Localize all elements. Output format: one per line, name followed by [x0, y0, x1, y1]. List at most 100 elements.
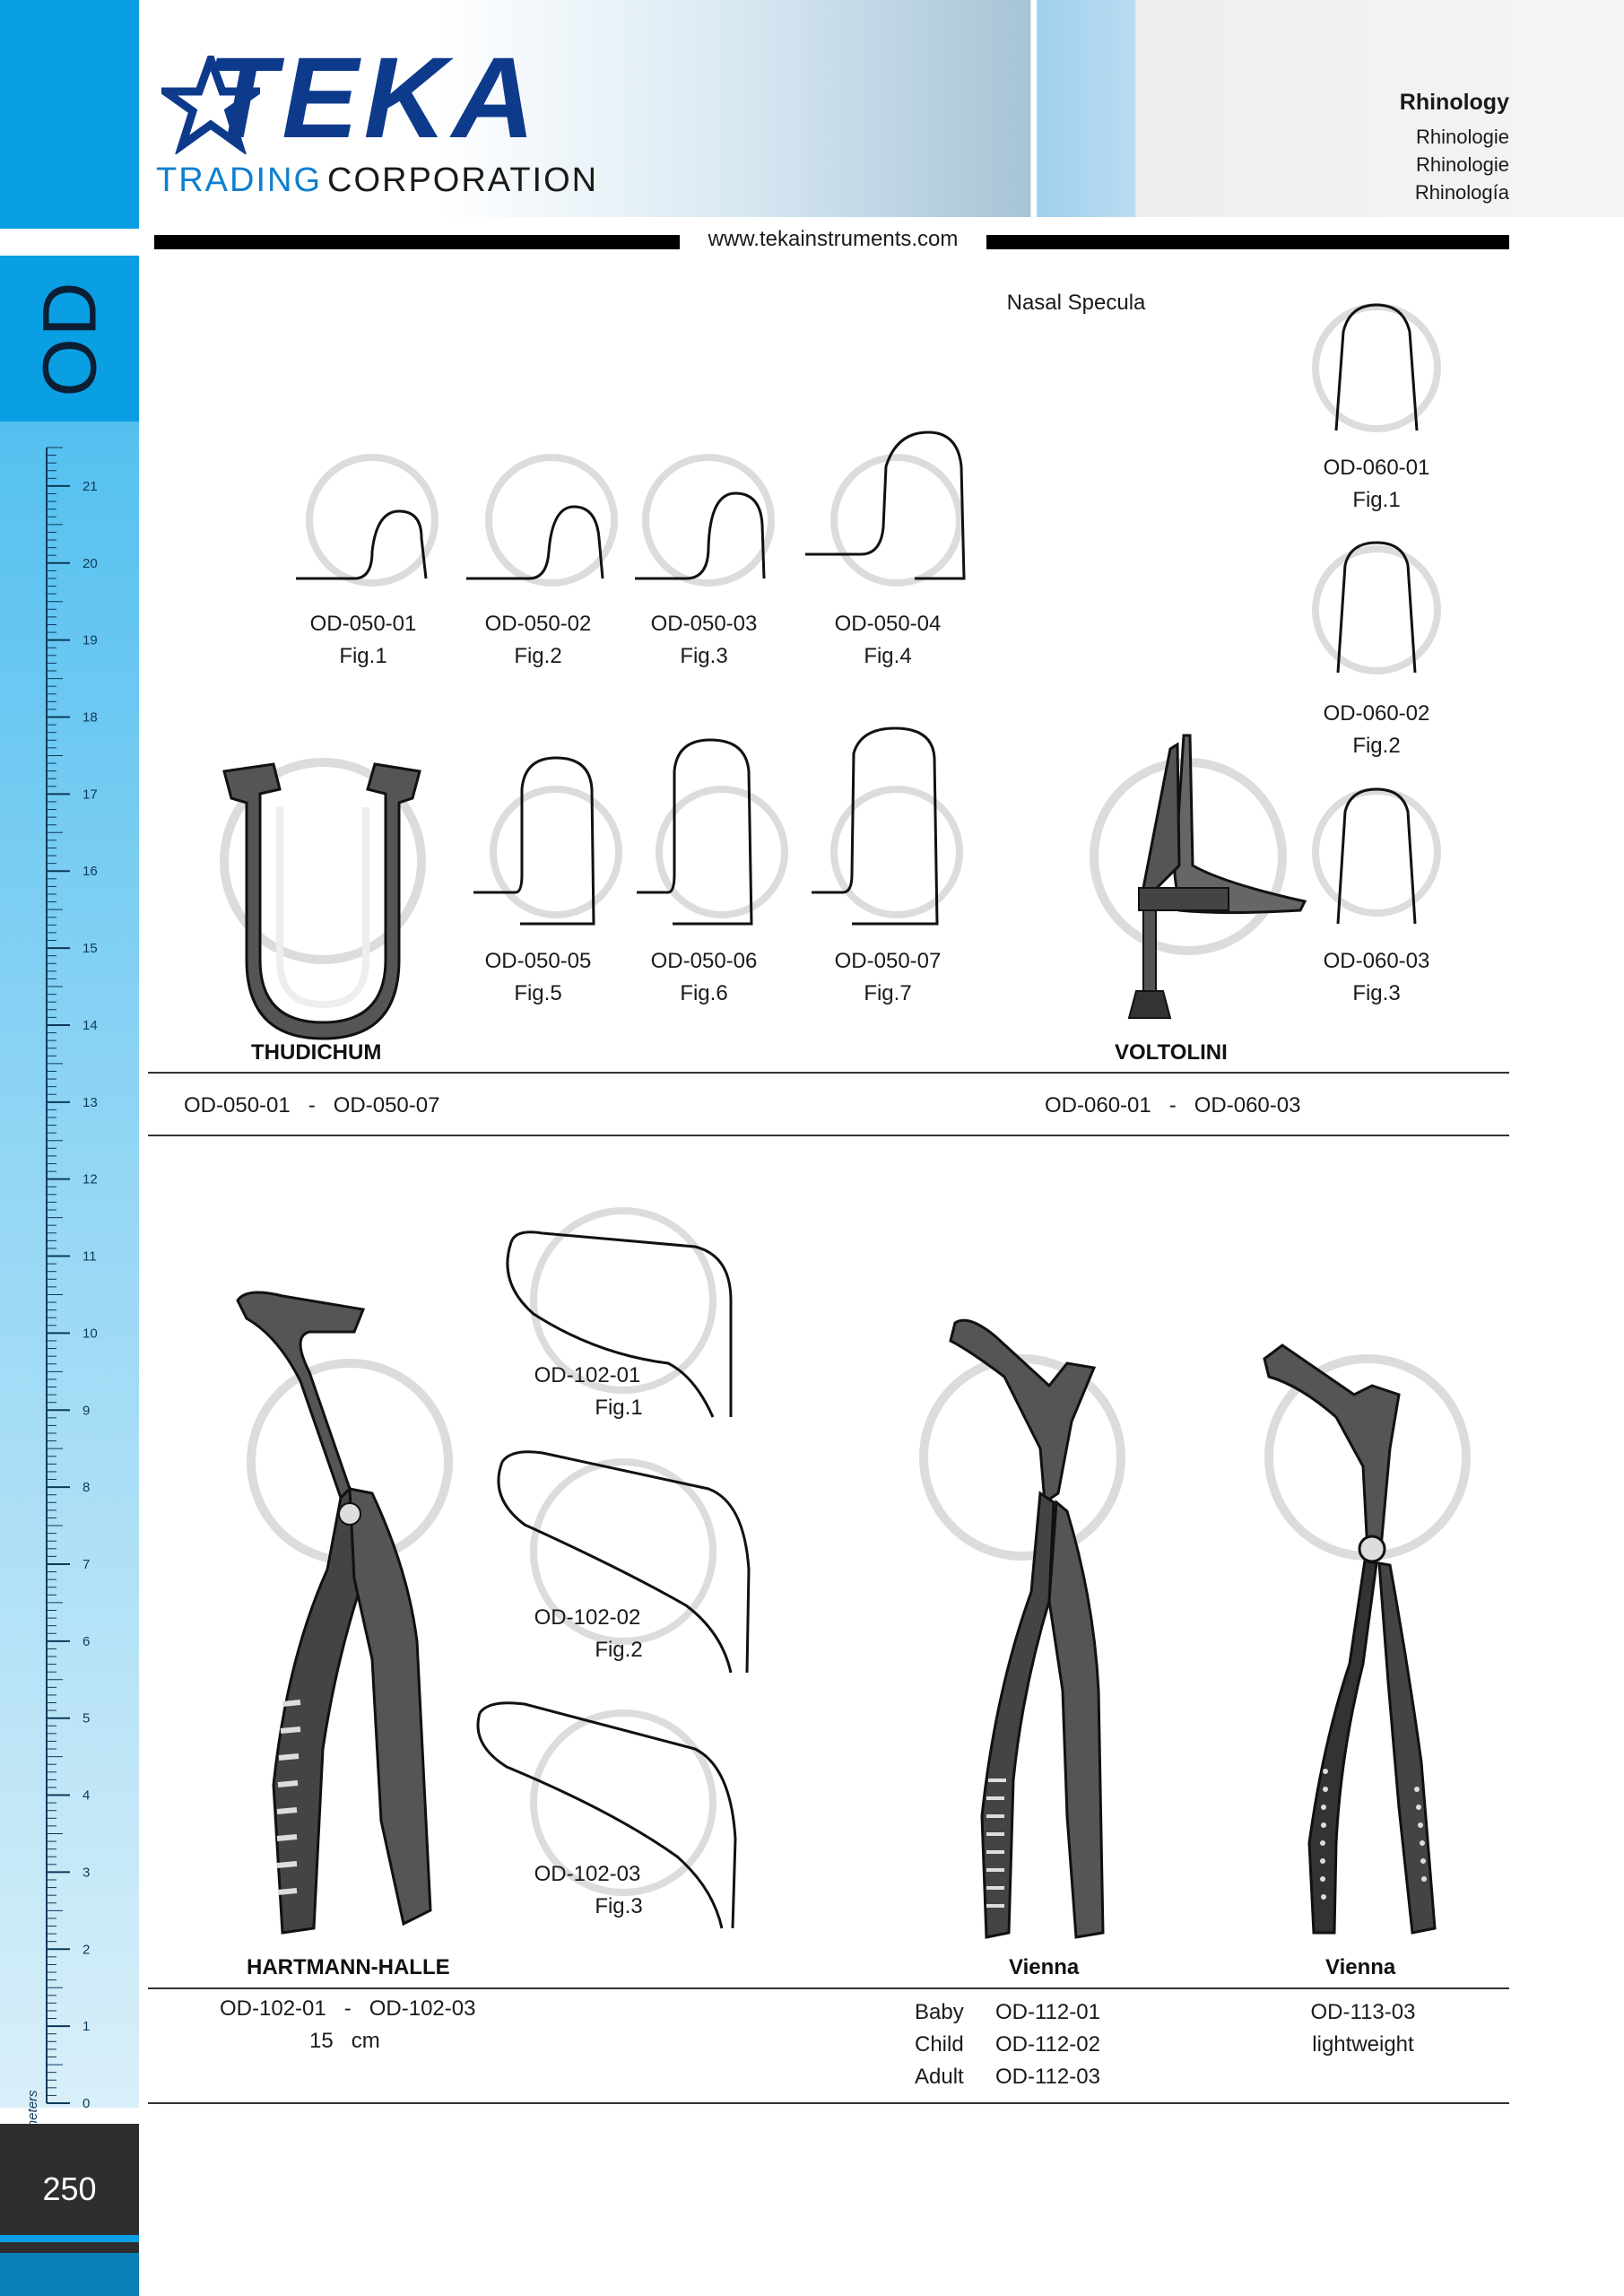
sidebar-top-block: [0, 0, 139, 229]
ruler-number: 12: [83, 1172, 98, 1187]
voltolini-range: OD-060-01 - OD-060-03: [1045, 1093, 1301, 1118]
divider: [148, 1987, 1509, 1989]
fig-number: Fig.3: [595, 1894, 643, 1918]
product-code: OD-050-07: [834, 949, 942, 973]
header-titles: Rhinology Rhinologie Rhinologie Rhinolog…: [1400, 90, 1509, 206]
product-code: OD-060-02: [1323, 701, 1430, 726]
page-number: 250: [42, 2170, 97, 2207]
ruler-number: 16: [83, 864, 98, 879]
product-code: OD-112-01: [995, 2000, 1100, 2024]
star-logo-icon: [161, 56, 260, 154]
product-code: OD-102-02: [534, 1605, 641, 1630]
tip-drawing-fig4: [805, 430, 966, 587]
tip-drawing-fig5: [473, 756, 622, 926]
divider: [148, 1072, 1509, 1074]
fig-number: Fig.3: [680, 644, 728, 668]
ruler-number: 13: [83, 1095, 98, 1110]
thudichum-tips-row2: [473, 726, 963, 926]
divider: [148, 1135, 1509, 1136]
product-code: OD-050-03: [650, 612, 758, 636]
tip-drawing-fig6: [637, 738, 788, 926]
tip-drawing-fig3: [635, 454, 775, 587]
product-code: OD-060-01: [1323, 456, 1430, 480]
tip-drawing-fig1: [296, 454, 439, 587]
tip-drawing-fig7: [812, 726, 963, 926]
ruler-number: 14: [83, 1018, 98, 1033]
ruler-number: 7: [83, 1557, 90, 1572]
fig-number: Fig.2: [1352, 734, 1401, 758]
hartmann-halle-image: [236, 1291, 453, 1935]
fig-number: Fig.1: [339, 644, 387, 668]
thudichum-range: OD-050-01 - OD-050-07: [184, 1093, 440, 1118]
ruler-number: 9: [83, 1403, 90, 1418]
product-code: OD-050-01: [309, 612, 417, 636]
product-code: OD-113-03: [1310, 2000, 1416, 2024]
product-code: OD-050-06: [650, 949, 758, 973]
product-code: OD-050-04: [834, 612, 942, 636]
vienna-speculum-image: [919, 1318, 1125, 1939]
thudichum-tips-row1: [296, 430, 966, 587]
page-title: Rhinology: [1399, 90, 1509, 115]
tip-drawing-v3: [1312, 787, 1441, 925]
brand-logo: TEKA: [206, 34, 541, 162]
ruler-number: 4: [83, 1788, 90, 1804]
divider: [148, 2102, 1509, 2104]
vienna-title: Vienna: [1009, 1955, 1080, 1979]
website-link[interactable]: www.tekainstruments.com: [708, 227, 959, 251]
section-tab-label-wrap: OD: [0, 256, 139, 422]
ruler-number: 5: [83, 1711, 90, 1726]
voltolini-tips: [1312, 303, 1441, 925]
sidebar-stripe: [0, 2235, 139, 2242]
tip-drawing-v2: [1312, 541, 1441, 674]
fig-number: Fig.2: [514, 644, 562, 668]
product-code: OD-102-01: [534, 1363, 641, 1387]
product-note: lightweight: [1312, 2032, 1414, 2057]
sidebar-stripe-bottom: [0, 2253, 139, 2296]
ruler-number: 15: [83, 941, 98, 956]
fig-number: Fig.1: [1352, 488, 1401, 512]
size-row: Child OD-112-02: [915, 2029, 1130, 2061]
product-code: OD-112-02: [995, 2032, 1100, 2057]
vienna-lightweight-title: Vienna: [1325, 1955, 1396, 1979]
vienna-lightweight-image: [1263, 1344, 1471, 1935]
vienna-sizes: Baby OD-112-01 Child OD-112-02 Adult OD-112…: [915, 1996, 1130, 2093]
ruler-number: 17: [83, 787, 98, 802]
fig-number: Fig.3: [1352, 981, 1401, 1005]
ruler-number: 10: [83, 1326, 98, 1341]
section-tab-label: OD: [27, 280, 111, 397]
size-row: Baby OD-112-01: [915, 1996, 1130, 2029]
size-name: Adult: [915, 2065, 964, 2089]
section-heading: Nasal Specula: [1006, 291, 1146, 315]
tip-drawing-h1: [506, 1207, 733, 1418]
product-code: OD-112-03: [995, 2065, 1100, 2089]
vienna-lightweight-info: OD-113-03 lightweight: [1291, 1996, 1435, 2061]
fig-number: Fig.5: [514, 981, 562, 1005]
ruler-number: 20: [83, 556, 98, 571]
voltolini-title: VOLTOLINI: [1115, 1040, 1228, 1065]
size-name: Child: [915, 2032, 964, 2057]
ruler-number: 1: [83, 2019, 90, 2034]
brand-sub-corporation: CORPORATION: [327, 161, 599, 199]
header-rule-left: [154, 235, 680, 249]
hartmann-size: 15 cm: [309, 2029, 380, 2053]
fig-number: Fig.7: [864, 981, 912, 1005]
size-name: Baby: [915, 2000, 964, 2024]
ruler-number: 19: [83, 633, 98, 648]
thudichum-speculum-image: [220, 758, 426, 1040]
hartmann-tips: [476, 1207, 751, 1929]
ruler-number: 2: [83, 1942, 90, 1957]
